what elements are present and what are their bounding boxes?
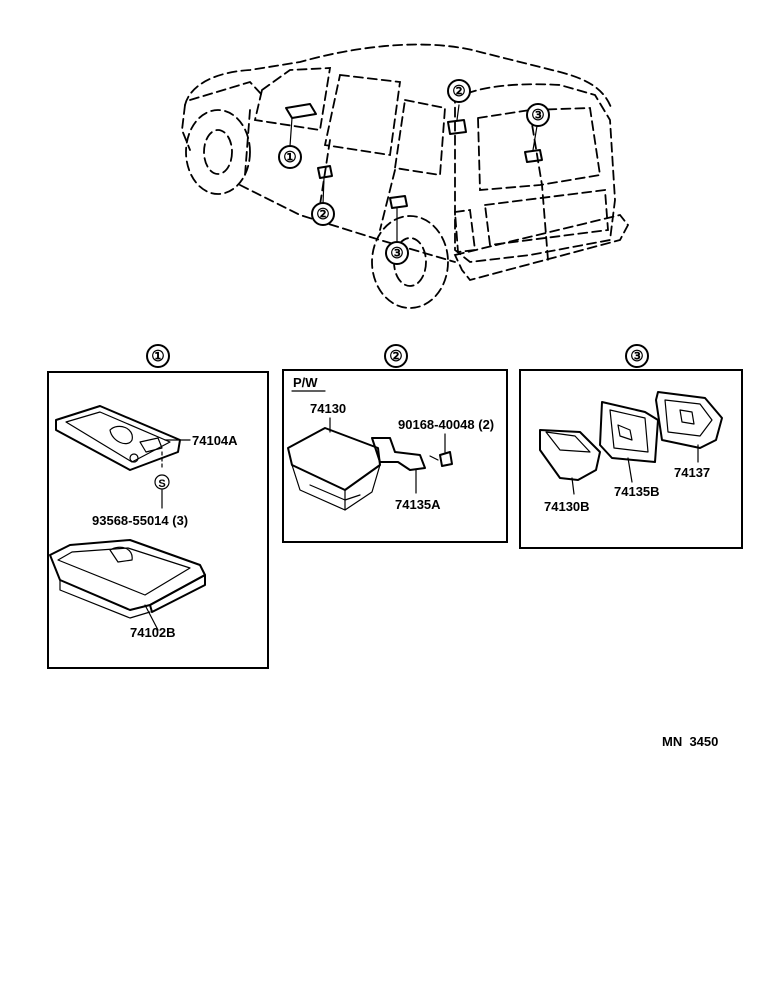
part-74102B-label: 74102B	[130, 625, 176, 640]
panel-3-callout	[625, 344, 649, 368]
car-callout-3b	[526, 103, 550, 127]
car-callout-2b-label: ②	[452, 83, 465, 100]
car-callout-1	[278, 145, 302, 169]
panel-2: ② P/W 74130 90168-40048 (2) 74135A	[282, 344, 508, 543]
panel-1: ① 74104A S 93568-55014 (3) 74102B	[47, 344, 269, 669]
part-74102B-drawing	[49, 539, 206, 619]
part-74135B-label: 74135B	[614, 484, 660, 499]
car-callout-2a-label: ②	[316, 206, 329, 223]
panel-2-subtitle: P/W	[293, 375, 318, 390]
diagram-code: MN 3450	[662, 734, 718, 749]
panel-2-frame	[282, 369, 508, 543]
car-callout-1-label: ①	[283, 149, 296, 166]
panel-1-callout-label: ①	[151, 348, 164, 365]
screw-symbol: S	[158, 478, 165, 490]
panel-2-callout	[384, 344, 408, 368]
panel-3-callout-label: ③	[630, 348, 643, 365]
panel-1-frame	[47, 371, 269, 669]
part-74130B-label: 74130B	[544, 499, 590, 514]
panel-3: ③ 74130B 74135B 74137	[519, 344, 743, 549]
panel-1-callout	[146, 344, 170, 368]
car-callout-2b	[447, 79, 471, 103]
part-74135A-drawing	[371, 437, 453, 471]
vehicle-illustration: ① ② ② ③ ③	[181, 43, 630, 309]
part-74135B-drawing	[599, 401, 659, 463]
car-callout-3a	[385, 241, 409, 265]
part-74130B-drawing	[539, 429, 601, 481]
part-90168-40048-label: 90168-40048 (2)	[398, 417, 494, 432]
panel-3-frame	[519, 369, 743, 549]
part-74104A-label: 74104A	[192, 433, 238, 448]
car-callout-3b-label: ③	[531, 107, 544, 124]
part-74137-drawing	[655, 391, 723, 449]
part-93568-55014-label: 93568-55014 (3)	[92, 513, 188, 528]
part-74130-drawing	[287, 427, 381, 511]
part-74104A-drawing	[55, 405, 181, 471]
part-74135A-label: 74135A	[395, 497, 441, 512]
car-callout-3a-label: ③	[390, 245, 403, 262]
screw-symbol-circle	[154, 474, 170, 490]
part-74137-label: 74137	[674, 465, 710, 480]
part-74130-label: 74130	[310, 401, 346, 416]
car-callout-2a	[311, 202, 335, 226]
panel-2-callout-label: ②	[389, 348, 402, 365]
